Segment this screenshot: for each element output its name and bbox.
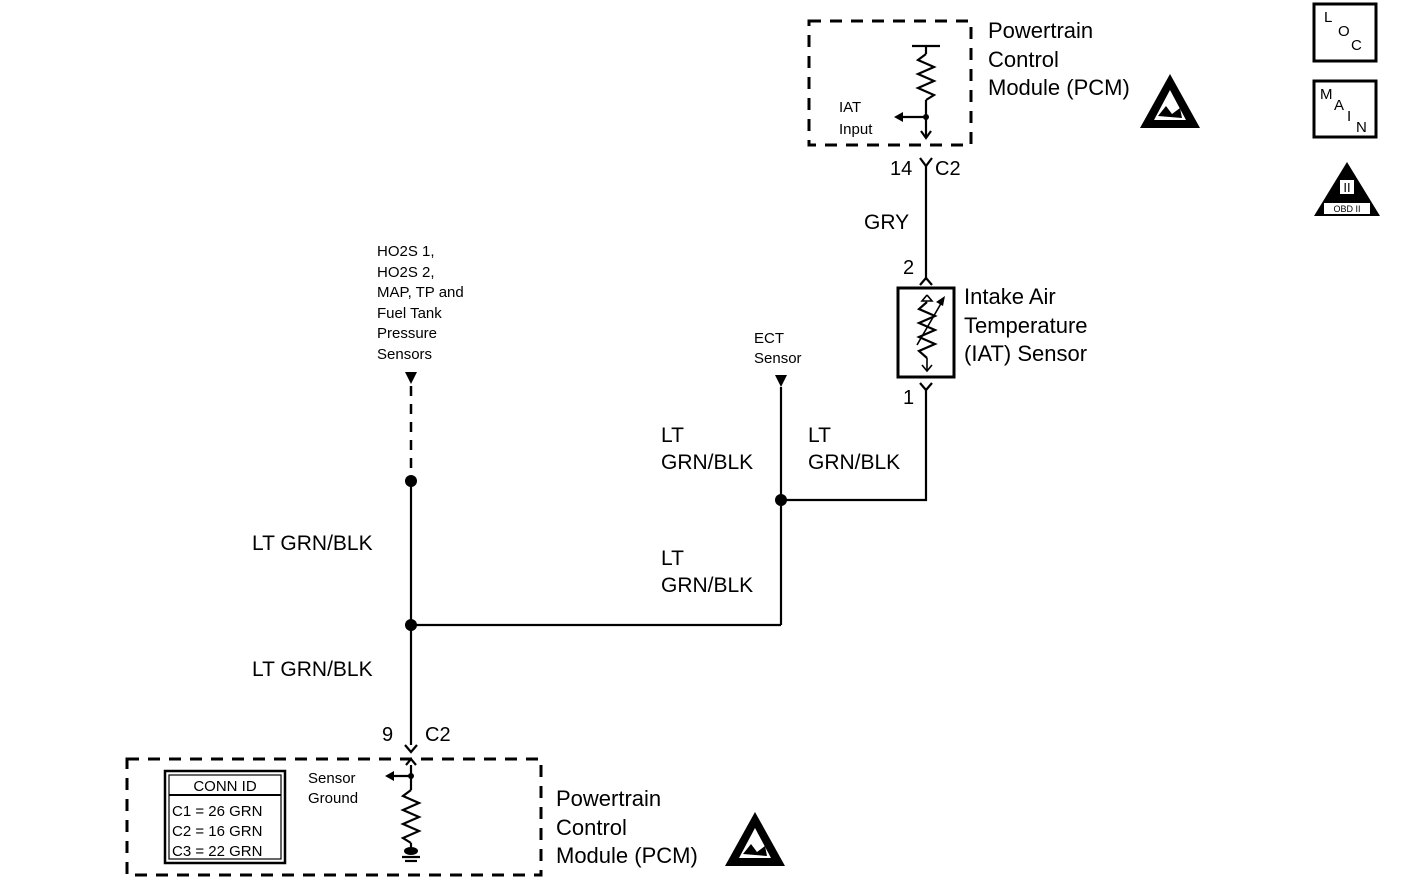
loc-letter-c: C: [1351, 37, 1362, 54]
pcm-top-dashed-box: [807, 19, 973, 147]
main-letter-i: I: [1347, 108, 1351, 125]
ect-wire-label-2: GRN/BLK: [661, 451, 753, 474]
ho2s-label-2: HO2S 2,: [377, 264, 435, 281]
pcm-bottom-name-3: Module (PCM): [556, 843, 698, 868]
sensor-ground-label-1: Sensor: [308, 770, 356, 787]
ho2s-wire-label: LT GRN/BLK: [252, 532, 373, 555]
ect-arrow-icon: [775, 375, 787, 387]
iat-sensor-body: [896, 286, 956, 379]
pcm-top-input-label-1: IAT: [839, 99, 861, 116]
pcm-bottom-dashed-box: [125, 757, 543, 877]
conn-id-row-3: C3 = 22 GRN: [172, 843, 262, 860]
main-letter-a: A: [1334, 97, 1344, 114]
ground-icon: [404, 847, 418, 855]
pcm-bottom-name-2: Control: [556, 815, 627, 840]
pcm-bottom-name-1: Powertrain: [556, 786, 661, 811]
iat-pin-top: 2: [903, 257, 914, 279]
pcm-top-input-label-2: Input: [839, 121, 873, 138]
conn-id-table: CONN ID C1 = 26 GRN C2 = 16 GRN C3 = 22 …: [163, 769, 287, 865]
ho2s-label-4: Fuel Tank: [377, 305, 442, 322]
ect-sensor-label-1: ECT: [754, 330, 784, 347]
conn-id-row-1: C1 = 26 GRN: [172, 803, 262, 820]
iat-sensor-name-1: Intake Air: [964, 284, 1056, 309]
ect-sensor-label-2: Sensor: [754, 350, 802, 367]
ho2s-sensors-ref: HO2S 1, HO2S 2, MAP, TP and Fuel Tank Pr…: [377, 243, 464, 384]
ect-wire-label-1: LT: [661, 424, 684, 447]
pcm-top-name-3: Module (PCM): [988, 75, 1130, 100]
splice-ect: [775, 494, 787, 506]
main-letter-m: M: [1320, 86, 1333, 103]
main-lower-wire-label: LT GRN/BLK: [252, 658, 373, 681]
pcm-top-name-1: Powertrain: [988, 18, 1093, 43]
gry-wire-label: GRY: [864, 211, 909, 234]
iat-sensor-name-3: (IAT) Sensor: [964, 341, 1087, 366]
obd-ii-badge[interactable]: II OBD II: [1314, 162, 1380, 216]
iat-sensor: 2 1 Intake Air Temperature (IAT) Sensor: [896, 257, 1088, 409]
sensor-ground-arrow: [385, 771, 394, 781]
ect-lower-wire-label-1: LT: [661, 547, 684, 570]
obd-label: OBD II: [1333, 204, 1360, 214]
conn-id-row-2: C2 = 16 GRN: [172, 823, 262, 840]
pcm-top-module: IAT Input Powertrain Control Module (PCM…: [807, 18, 1200, 147]
ho2s-label-6: Sensors: [377, 346, 432, 363]
ho2s-label-5: Pressure: [377, 325, 437, 342]
iat-ground-wire-label-1: LT: [808, 424, 831, 447]
connector-bottom-conn: C2: [425, 724, 451, 746]
connector-top: 14 C2: [890, 157, 961, 180]
main-letter-n: N: [1356, 119, 1367, 136]
pcm-bottom-resistor: [400, 789, 422, 844]
pcm-bottom-module: Sensor Ground CONN ID C1 = 26 GRN C2 = 1…: [125, 757, 785, 877]
iat-ground-wire: [780, 390, 928, 502]
connector-top-conn: C2: [935, 158, 961, 180]
main-badge[interactable]: M A I N: [1312, 79, 1378, 139]
ect-sensor-ref: ECT Sensor: [754, 330, 802, 387]
iat-sensor-name-2: Temperature: [964, 313, 1088, 338]
ho2s-arrow-icon: [405, 372, 417, 384]
conn-id-header: CONN ID: [193, 778, 257, 795]
esd-warning-icon-bottom: [725, 812, 785, 866]
obd-roman: II: [1343, 180, 1350, 195]
splice-main: [405, 619, 417, 631]
ho2s-label-3: MAP, TP and: [377, 284, 464, 301]
connector-bottom: 9 C2: [382, 724, 451, 754]
iat-input-arrow: [894, 112, 903, 122]
ect-lower-wire-label-2: GRN/BLK: [661, 574, 753, 597]
pcm-top-name-2: Control: [988, 47, 1059, 72]
connector-bottom-pin: 9: [382, 724, 393, 746]
iat-thermistor: [916, 301, 938, 359]
connector-top-pin: 14: [890, 158, 912, 180]
esd-warning-icon: [1140, 74, 1200, 128]
ho2s-label-1: HO2S 1,: [377, 243, 435, 260]
sensor-ground-label-2: Ground: [308, 790, 358, 807]
loc-letter-o: O: [1338, 23, 1350, 40]
loc-letter-l: L: [1324, 9, 1332, 26]
pcm-top-resistor: [915, 53, 937, 101]
loc-badge[interactable]: L O C: [1312, 2, 1378, 63]
iat-ground-wire-label-2: GRN/BLK: [808, 451, 900, 474]
iat-pin-bottom: 1: [903, 387, 914, 409]
